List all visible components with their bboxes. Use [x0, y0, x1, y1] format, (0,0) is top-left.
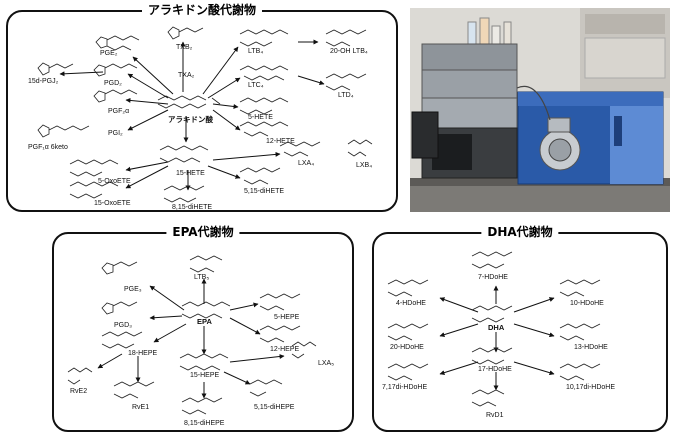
arrow-icon: [59, 39, 325, 191]
label-ltb5: LTB₅: [194, 274, 210, 281]
label-15d-pgj2: 15d-PGJ₂: [28, 78, 59, 85]
label-5-oxoete: 5-OxoETE: [98, 178, 131, 185]
label-5-15-dihepe: 5,15-diHEPE: [254, 404, 295, 411]
label-7-hdohe: 7-HDoHE: [478, 274, 508, 281]
arrow-icon: [97, 278, 285, 399]
label-4-hdohe: 4-HDoHE: [396, 300, 426, 307]
label-pgf1a-6keto: PGF₁α 6keto: [28, 144, 68, 151]
panel-title-dha: DHA代謝物: [481, 224, 559, 240]
arrow-icon: [439, 285, 555, 391]
label-lxb4: LXB₄: [356, 162, 373, 169]
label-5-hepe: 5-HEPE: [274, 314, 300, 321]
molecule-structure-icon: [37, 26, 373, 203]
label-txa2: TXA₂: [178, 72, 195, 79]
label-ltb4: LTB₄: [248, 48, 264, 55]
label-lxa4: LXA₄: [298, 160, 315, 167]
label-pge2: PGE₂: [100, 50, 118, 57]
label-17-hdohe: 17-HDoHE: [478, 366, 512, 373]
epa-panel: EPA代謝物: [52, 224, 354, 432]
label-12-hepe: 12-HEPE: [270, 346, 300, 353]
molecule-structure-icon: [157, 95, 221, 109]
lc-ms-instrument-illustration: [410, 8, 670, 212]
lc-ms-instrument-photo: [410, 8, 670, 212]
label-15-oxoete: 15-OxoETE: [94, 200, 131, 207]
label-arachidonic-acid: アラキドン酸: [168, 115, 213, 124]
label-20-hdohe: 20-HDoHE: [390, 344, 424, 351]
label-dha: DHA: [488, 323, 505, 332]
molecule-structure-icon: [387, 251, 601, 407]
label-18-hepe: 18-HEPE: [128, 350, 158, 357]
molecule-structure-icon: [67, 255, 317, 415]
panel-title-epa: EPA代謝物: [166, 224, 240, 240]
label-8-15-dihepe: 8,15-diHEPE: [184, 420, 225, 427]
label-pgd3: PGD₃: [114, 322, 133, 329]
label-epa: EPA: [197, 317, 212, 326]
label-20-oh-ltb4: 20-OH LTB₄: [330, 48, 368, 55]
label-10-hdohe: 10-HDoHE: [570, 300, 604, 307]
label-rve2: RvE2: [70, 388, 88, 395]
label-13-hdohe: 13-HDoHE: [574, 344, 608, 351]
label-8-15-dihete: 8,15-diHETE: [172, 204, 213, 211]
label-12-hete: 12-HETE: [266, 138, 295, 145]
label-ltd4: LTD₄: [338, 92, 354, 99]
label-pgi2: PGI₂: [108, 130, 123, 137]
label-pgd2: PGD₂: [104, 80, 122, 87]
label-lxa5: LXA₅: [318, 360, 335, 367]
dha-diagram: [387, 251, 601, 407]
label-ltc4: LTC₄: [248, 82, 264, 89]
dha-panel: DHA代謝物 7-HDoHE 4-HDoHE 10-HDoHE: [372, 224, 668, 432]
panel-title-arachidonic: アラキドン酸代謝物: [141, 2, 263, 18]
label-rve1: RvE1: [132, 404, 150, 411]
label-5-15-dihete: 5,15-diHETE: [244, 188, 285, 195]
label-pgf2a: PGF₂α: [108, 108, 130, 115]
label-rvd1: RvD1: [486, 412, 504, 419]
label-7-17di-hdohe: 7,17di-HDoHE: [382, 384, 428, 391]
arachidonic-acid-panel: アラキドン酸代謝物: [6, 2, 398, 212]
label-15-hete: 15-HETE: [176, 170, 205, 177]
label-5-hete: 5-HETE: [248, 114, 273, 121]
arachidonic-diagram: [37, 26, 373, 203]
label-txb2: TXB₂: [176, 44, 193, 51]
label-15-hepe: 15-HEPE: [190, 372, 220, 379]
label-pge3: PGE₃: [124, 286, 142, 293]
epa-diagram: [67, 255, 317, 415]
label-10-17di-hdohe: 10,17di-HDoHE: [566, 384, 616, 391]
